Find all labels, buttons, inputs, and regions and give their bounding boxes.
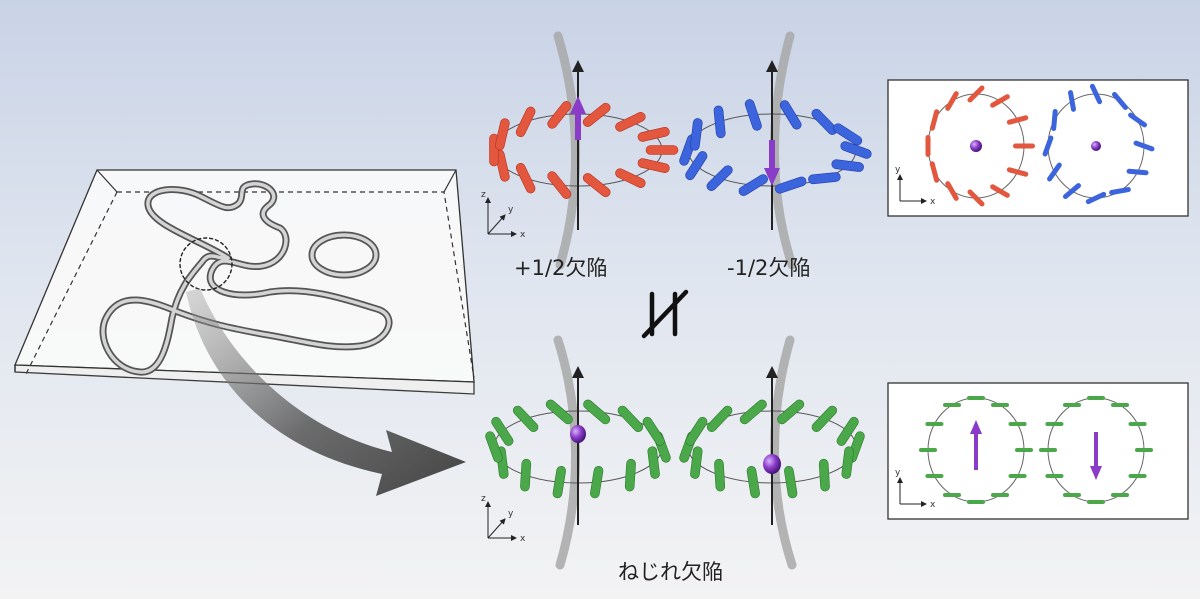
director-rod [810,107,839,136]
inset-rod [1111,403,1129,407]
inset-rod [1111,493,1129,497]
director-rod [637,158,670,174]
director-rod [515,105,537,138]
label-twist-defect: ねじれ欠陥 [618,556,723,586]
axis-z-label: z [481,190,486,200]
director-rod [705,164,734,193]
director-rod [831,159,864,172]
inset-rod [1063,403,1081,407]
inset-rod [1009,474,1027,478]
axis-x-label: x [930,197,936,207]
director-rod [520,459,531,491]
axis-y-label: y [508,205,514,215]
director-rod [841,446,854,479]
director-rod [647,446,660,479]
inset-rod [925,422,943,426]
axis-y-label: y [895,468,901,478]
director-rod [819,459,830,491]
inset-rod [991,493,1009,497]
director-rod [738,398,768,426]
inset-rod [943,493,961,497]
minus-half-defect-3d [678,36,872,265]
inset-rod [1039,448,1057,452]
inset-rod [1135,448,1153,452]
twist-defect-right-3d [678,340,865,565]
inset-rod [967,396,985,400]
director-rod [581,101,612,128]
axis-x-label: x [520,534,526,544]
director-rod [637,126,670,142]
axis-y-label: y [508,509,514,519]
inset-rod [1129,474,1147,478]
director-rod [582,398,612,426]
director-rod [684,416,709,448]
director-rod [581,172,612,199]
inset-rod [1045,474,1063,478]
inset-rod [919,448,937,452]
inset-rod [1015,448,1033,452]
director-rod [737,173,769,197]
inset-rod [1087,396,1105,400]
inset-rod [1045,422,1063,426]
inset-rod [926,135,931,157]
axis-y-label: y [895,165,901,175]
director-rod [690,118,703,151]
director-rod [641,416,666,448]
inset-top: y x [888,80,1188,216]
director-rod [494,118,510,151]
inset-rod [1063,493,1081,497]
inset-bottom: y x [888,383,1188,519]
director-rod [808,172,841,184]
inset-rod [991,403,1009,407]
plus-half-defect-3d [490,36,679,265]
axis-z-label: z [481,494,486,504]
director-rod [625,459,636,491]
axes-triad-top: z x y [481,190,526,240]
director-rod [744,98,763,131]
director-rod [714,459,725,491]
director-rod [779,99,803,131]
inset-rod [967,500,985,504]
axis-x-label: x [520,230,526,240]
director-rod [546,100,573,131]
inset-rod [925,474,943,478]
inset-rod [943,403,961,407]
director-rod [690,446,703,479]
inset-rod [1009,422,1027,426]
director-rod [614,167,647,189]
inset-rod [1129,422,1147,426]
inset-rod [1013,144,1035,149]
label-plus-half-defect: +1/2欠陥 [514,252,607,282]
director-rod [646,146,678,155]
director-rod [705,404,734,433]
axes-triad-bottom: z x y [481,494,526,544]
inset-rod [1087,500,1105,504]
director-rod [714,105,726,138]
not-equivalent-icon [644,292,686,336]
director-rod [810,404,839,433]
director-rod [546,170,573,201]
director-rod [511,404,540,433]
axis-x-label: x [930,500,936,510]
director-rod [614,111,647,133]
director-rod [616,404,645,433]
label-minus-half-defect: -1/2欠陥 [727,252,810,282]
director-rod [515,162,537,195]
twist-defect-left-3d [484,340,671,565]
